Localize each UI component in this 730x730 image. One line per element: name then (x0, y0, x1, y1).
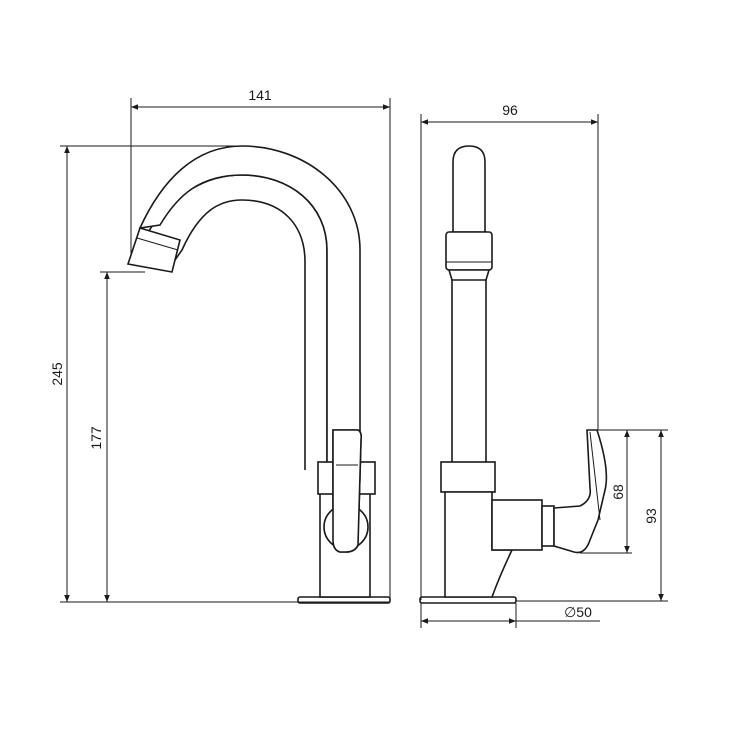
dim-141-label: 141 (248, 87, 272, 103)
dim-245-label: 245 (49, 362, 65, 386)
side-valve-cylinder (491, 499, 543, 551)
dim-96-label: 96 (502, 102, 518, 118)
front-view (126, 145, 391, 604)
side-handle-edge (589, 431, 601, 521)
front-handle-front (332, 429, 362, 553)
side-collar (440, 461, 496, 493)
side-handle (553, 429, 608, 554)
side-aerator-mouth (447, 269, 491, 281)
dim-177-label: 177 (88, 426, 104, 450)
side-spout-top (452, 145, 486, 233)
front-dimensions: 141 245 177 (49, 87, 391, 603)
side-base-plate (419, 596, 517, 604)
dim-50-label: ∅50 (564, 604, 592, 620)
side-aerator-ring (445, 231, 493, 271)
side-view (419, 145, 608, 604)
side-dimensions: 96 68 93 ∅50 (420, 102, 668, 628)
dim-68-label: 68 (610, 484, 626, 500)
dim-93-label: 93 (643, 508, 659, 524)
front-aerator-line (136, 237, 179, 251)
side-valve-cap (541, 505, 555, 547)
